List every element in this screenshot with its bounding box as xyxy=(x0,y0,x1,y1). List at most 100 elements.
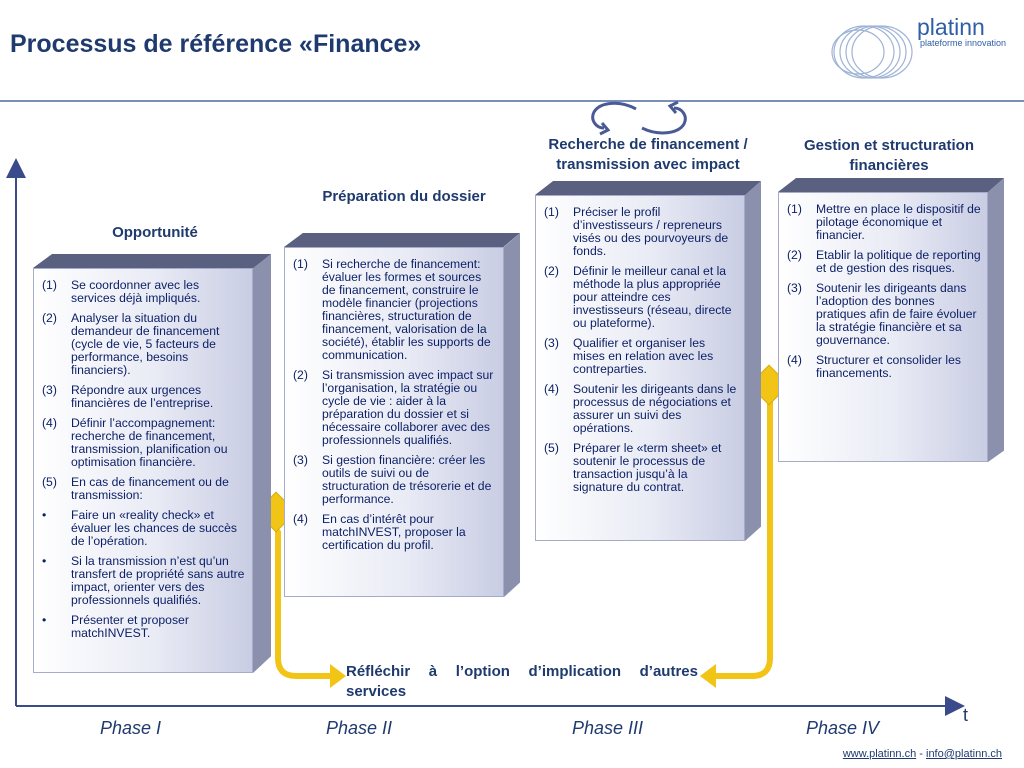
phase-4-box-front: (1)Mettre en place le dispositif de pilo… xyxy=(778,192,988,462)
item-marker: (4) xyxy=(544,382,559,396)
item-text: Soutenir les dirigeants dans l’adoption … xyxy=(816,281,977,347)
item-text: Définir l’accompagnement: recherche de f… xyxy=(71,416,228,469)
phase-2-items: (1) Si recherche de financement: évaluer … xyxy=(293,258,497,552)
item-text: Préparer le «term sheet» et soutenir le … xyxy=(573,441,722,494)
phase-4-items: (1)Mettre en place le dispositif de pilo… xyxy=(787,203,981,380)
item-text: Définir le meilleur canal et la méthode … xyxy=(573,264,732,330)
item-text: Présenter et proposer matchINVEST. xyxy=(71,613,189,640)
phase-label-4: Phase IV xyxy=(806,718,880,738)
phase-3-box-top xyxy=(535,181,761,195)
connector-left-arrowhead xyxy=(330,664,346,688)
phase-4-box: (1)Mettre en place le dispositif de pilo… xyxy=(778,192,988,462)
phase-3-box-front: (1) Préciser le profil d’investisseurs / … xyxy=(535,195,745,541)
item-marker: (5) xyxy=(42,475,57,489)
other-services-note: Réfléchir à l’option d’implication d’aut… xyxy=(346,663,698,700)
item-marker: (4) xyxy=(293,512,308,526)
phase-2-heading: Préparation du dossier xyxy=(322,188,486,205)
phase-4-item: (4) Structurer et consolider les financem… xyxy=(787,354,981,380)
phase-1-item: (2) Analyser la situation du demandeur de… xyxy=(42,312,246,377)
website-link[interactable]: www.platinn.ch xyxy=(842,748,917,760)
phase-4-box-side xyxy=(988,178,1004,462)
phase-1-box-top xyxy=(33,254,271,268)
phase-1-item: (4) Définir l’accompagnement: recherche d… xyxy=(42,417,246,469)
phase-4-item: (3)Soutenir les dirigeants dans l’adopti… xyxy=(787,282,981,347)
item-marker: • xyxy=(42,613,47,627)
item-text: Mettre en place le dispositif de pilotag… xyxy=(816,202,981,242)
phase-1-item: (1) Se coordonner avec les services déjà … xyxy=(42,279,246,305)
item-text: Si transmission avec impact sur l’organi… xyxy=(322,368,494,447)
item-marker: (5) xyxy=(544,441,559,455)
page-title: Processus de référence «Finance» xyxy=(10,30,422,58)
phase-1-box-side xyxy=(253,254,271,673)
phase-4-item: (1)Mettre en place le dispositif de pilo… xyxy=(787,203,981,242)
phase-label-2: Phase II xyxy=(326,718,393,738)
phase-1-item: • Présenter et proposer matchINVEST. xyxy=(42,614,246,640)
phase-3-item: (3) Qualifier et organiser les mises en r… xyxy=(544,337,738,376)
title-rule xyxy=(0,100,1024,102)
phase-label-1: Phase I xyxy=(100,718,162,738)
phase-3-box-side xyxy=(745,181,761,541)
platinn-logo-icon xyxy=(831,25,913,79)
item-text: Faire un «reality check» et évaluer les … xyxy=(71,508,237,548)
phase-3-heading: Recherche de financement / transmission … xyxy=(548,136,748,173)
phase-4-item: (2) Etablir la politique de reporting et … xyxy=(787,249,981,275)
phase-3-item: (4) Soutenir les dirigeants dans le proce… xyxy=(544,383,738,435)
phase-2-box-front: (1) Si recherche de financement: évaluer … xyxy=(284,247,504,597)
phase-1-item: • Si la transmission n’est qu’un transfer… xyxy=(42,555,246,607)
logo-subtitle: plateforme innovation xyxy=(920,38,1007,48)
item-text: Structurer et consolider les financement… xyxy=(816,353,961,380)
phase-1-box: (1) Se coordonner avec les services déjà … xyxy=(33,268,253,673)
phase-2-box: (1) Si recherche de financement: évaluer … xyxy=(284,247,504,597)
item-marker: (2) xyxy=(544,264,559,278)
phase-2-box-top xyxy=(284,233,520,247)
item-text: Si gestion financière: créer les outils … xyxy=(322,453,492,506)
item-text: En cas d’intérêt pour matchINVEST, propo… xyxy=(322,512,466,552)
email-link[interactable]: info@platinn.ch xyxy=(926,748,1002,760)
phase-3-box: (1) Préciser le profil d’investisseurs / … xyxy=(535,195,745,541)
phase-1-item: • Faire un «reality check» et évaluer les… xyxy=(42,509,246,548)
item-text: En cas de financement ou de transmission… xyxy=(71,475,229,502)
item-marker: (1) xyxy=(293,257,308,271)
item-text: Analyser la situation du demandeur de fi… xyxy=(71,311,220,377)
logo-name: platinn xyxy=(917,14,985,40)
phase-2-item: (1) Si recherche de financement: évaluer … xyxy=(293,258,497,362)
item-marker: • xyxy=(42,554,47,568)
connector-right xyxy=(705,397,773,679)
item-marker: (2) xyxy=(42,311,57,325)
item-text: Si recherche de financement: évaluer les… xyxy=(322,257,491,362)
item-text: Etablir la politique de reporting et de … xyxy=(816,248,981,275)
phase-3-item: (2) Définir le meilleur canal et la métho… xyxy=(544,265,738,330)
connector-right-arrowhead xyxy=(700,664,716,688)
time-axis-label: t xyxy=(963,705,969,725)
phase-3-items: (1) Préciser le profil d’investisseurs / … xyxy=(544,206,738,494)
phase-1-box-front: (1) Se coordonner avec les services déjà … xyxy=(33,268,253,673)
item-marker: (3) xyxy=(293,453,308,467)
item-text: Soutenir les dirigeants dans le processu… xyxy=(573,382,737,435)
phase-1-heading: Opportunité xyxy=(112,224,198,241)
phase-1-items: (1) Se coordonner avec les services déjà … xyxy=(42,279,246,640)
item-marker: (1) xyxy=(544,205,559,219)
item-text: Si la transmission n’est qu’un transfert… xyxy=(71,554,245,607)
item-marker: (3) xyxy=(544,336,559,350)
footer: www.platinn.ch - info@platinn.ch xyxy=(843,748,1002,760)
phase-4-box-top xyxy=(778,178,1004,192)
phase-2-item: (2) Si transmission avec impact sur l’org… xyxy=(293,369,497,447)
item-marker: • xyxy=(42,508,47,522)
phase-3-item: (5) Préparer le «term sheet» et soutenir … xyxy=(544,442,738,494)
item-marker: (4) xyxy=(42,416,57,430)
phase-label-3: Phase III xyxy=(572,718,644,738)
phase-2-item: (3) Si gestion financière: créer les outi… xyxy=(293,454,497,506)
item-marker: (1) xyxy=(42,278,57,292)
item-text: Préciser le profil d’investisseurs / rep… xyxy=(573,205,729,258)
item-marker: (2) xyxy=(787,248,802,262)
phase-2-box-side xyxy=(504,233,520,597)
item-text: Qualifier et organiser les mises en rela… xyxy=(573,336,714,376)
cycle-arrows-icon xyxy=(591,100,687,136)
item-marker: (4) xyxy=(787,353,802,367)
phase-1-item: (3) Répondre aux urgences financières de … xyxy=(42,384,246,410)
item-text: Répondre aux urgences financières de l’e… xyxy=(71,383,214,410)
item-marker: (2) xyxy=(293,368,308,382)
item-marker: (3) xyxy=(42,383,57,397)
item-text: Se coordonner avec les services déjà imp… xyxy=(71,278,201,305)
footer-separator: - xyxy=(916,748,926,760)
